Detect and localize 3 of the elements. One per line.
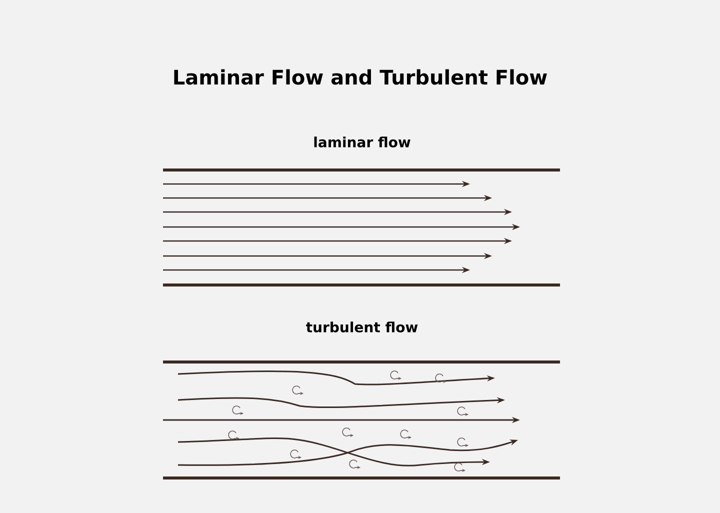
section-label: laminar flow bbox=[314, 136, 410, 148]
section-label: turbulent flow bbox=[306, 322, 418, 332]
title: Laminar Flow and Turbulent Flow bbox=[174, 69, 547, 85]
